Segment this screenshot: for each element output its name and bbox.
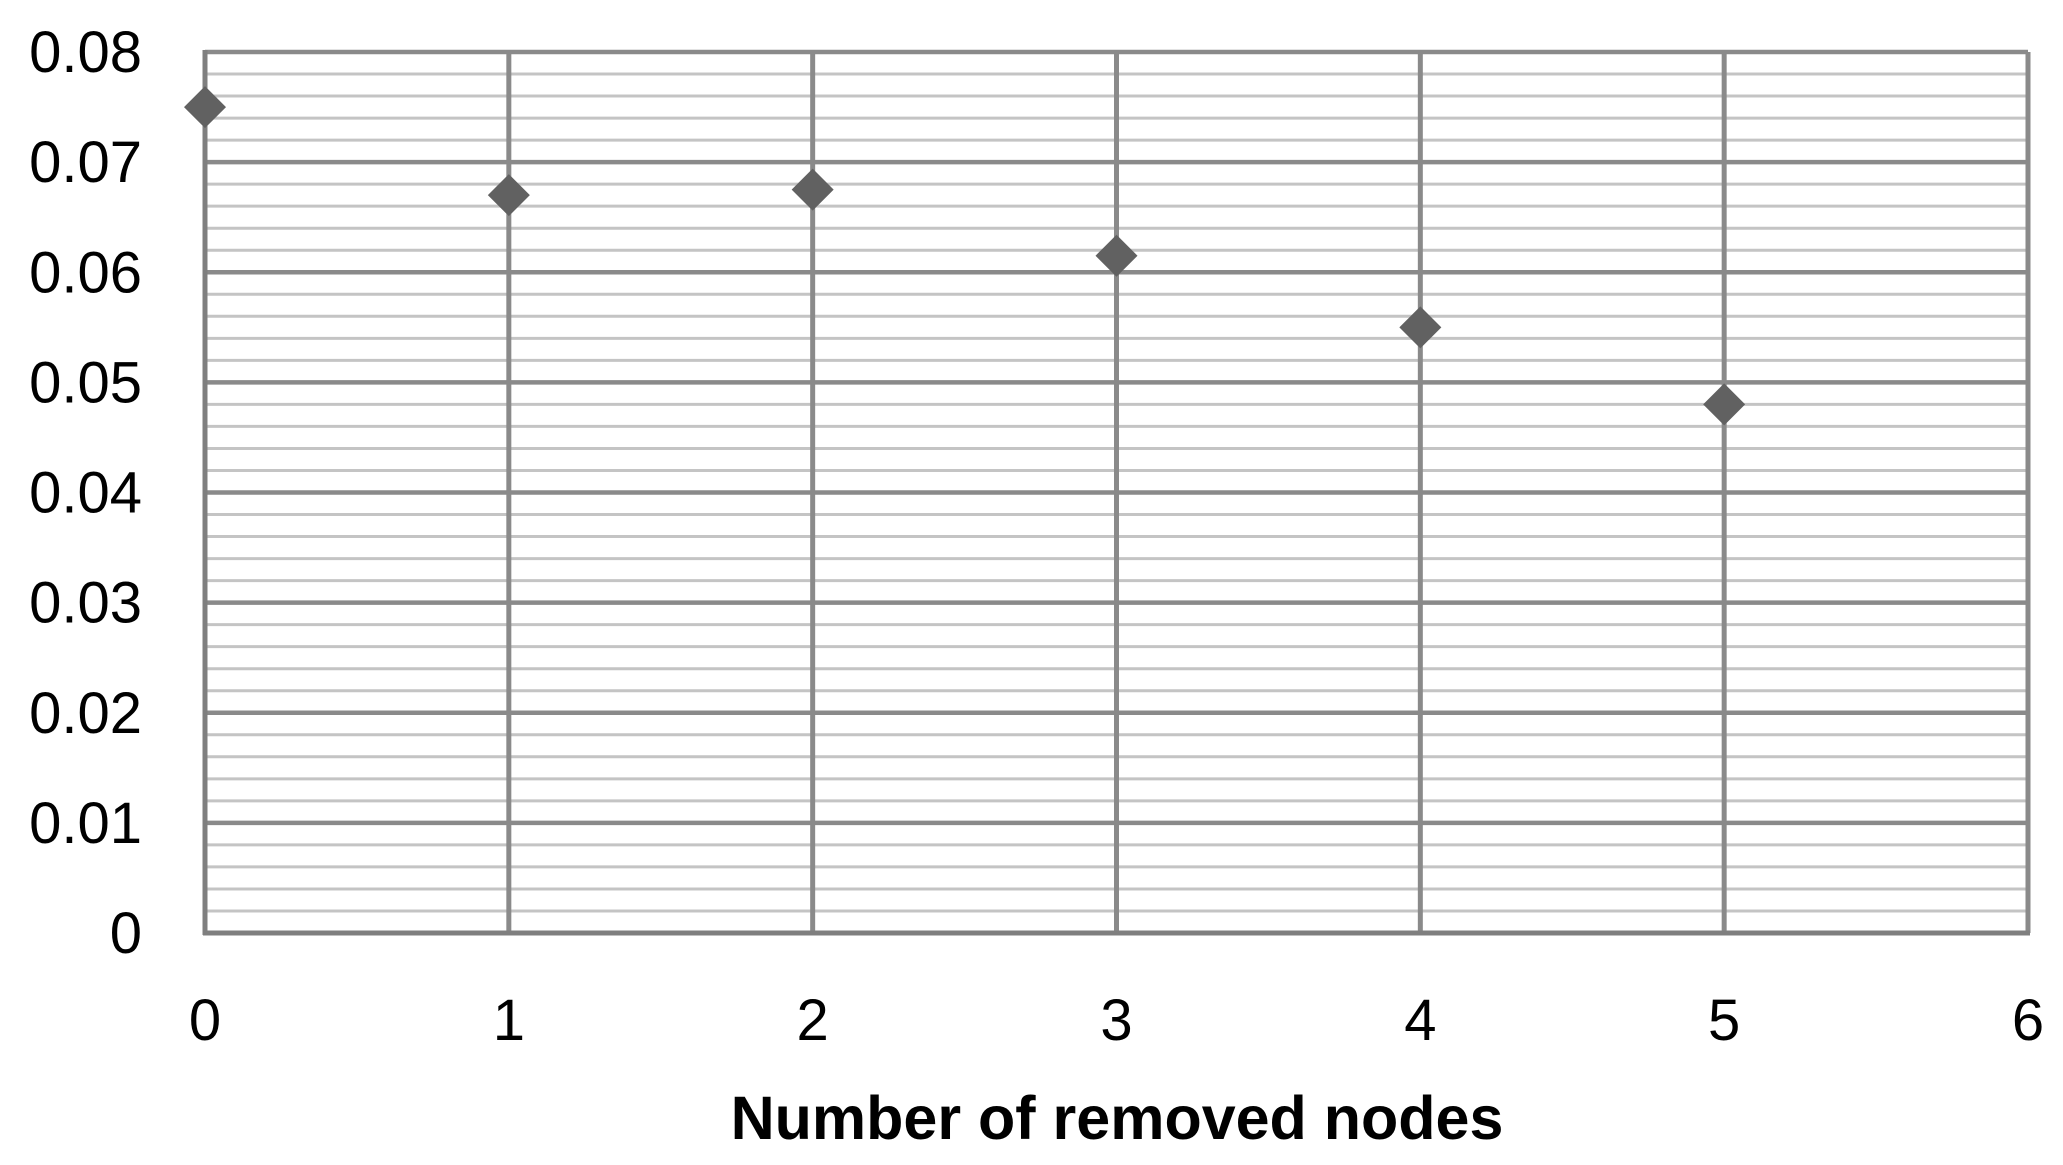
x-tick-label: 4 (1404, 988, 1436, 1053)
x-tick-label: 3 (1100, 988, 1132, 1053)
data-point-marker (184, 86, 226, 129)
y-tick-label: 0.01 (29, 791, 142, 856)
x-tick-label: 0 (189, 988, 221, 1053)
y-tick-label: 0.04 (29, 461, 142, 526)
x-tick-label: 1 (493, 988, 525, 1053)
data-point-marker (487, 174, 530, 217)
y-tick-label: 0.05 (29, 350, 142, 415)
x-tick-label: 2 (797, 988, 829, 1053)
y-tick-label: 0.07 (29, 130, 142, 195)
data-point-marker (1399, 306, 1442, 349)
data-point-marker (791, 168, 834, 211)
x-tick-label: 5 (1708, 988, 1740, 1053)
y-tick-label: 0.06 (29, 240, 142, 305)
x-tick-label: 6 (2012, 988, 2044, 1053)
y-tick-label: 0.03 (29, 571, 142, 636)
data-point-marker (1095, 234, 1138, 277)
y-tick-label: 0.08 (29, 20, 142, 85)
y-tick-label: 0.02 (29, 681, 142, 746)
data-point-marker (1703, 383, 1746, 426)
y-tick-label: 0 (110, 901, 142, 966)
x-axis-title: Number of removed nodes (730, 1084, 1504, 1152)
